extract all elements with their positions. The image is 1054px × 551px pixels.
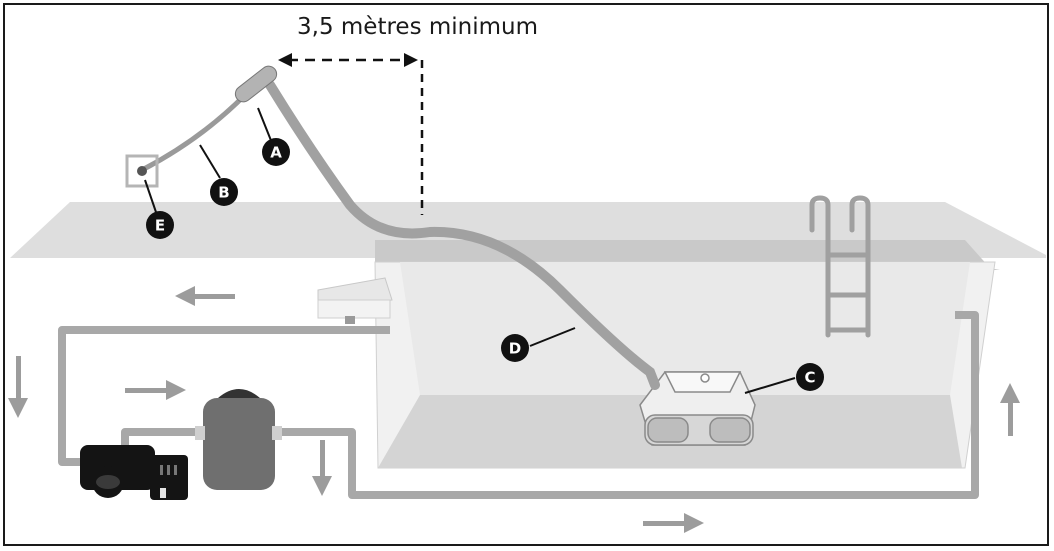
callout-a-label: A xyxy=(270,144,282,162)
distance-label: 3,5 mètres minimum xyxy=(297,14,539,40)
arrow-left xyxy=(175,286,235,306)
skimmer xyxy=(317,277,393,324)
flow-arrows xyxy=(8,286,1020,533)
callout-b-label: B xyxy=(218,184,229,202)
callouts: A B C D E xyxy=(146,138,824,391)
floating-cable xyxy=(265,80,660,390)
arrow-right-bottom xyxy=(643,513,704,533)
pump xyxy=(80,445,188,500)
pool-ladder xyxy=(809,195,871,338)
callout-c-label: C xyxy=(804,369,815,387)
callout-e: E xyxy=(146,211,174,239)
distance-marker xyxy=(278,53,424,215)
arrow-up-right xyxy=(1000,383,1020,436)
power-supply xyxy=(234,65,278,103)
filter-tank xyxy=(195,389,282,490)
callout-e-label: E xyxy=(155,217,165,235)
robot-cleaner xyxy=(639,371,756,446)
callout-c: C xyxy=(796,363,824,391)
callout-a: A xyxy=(262,138,290,166)
callout-d-label: D xyxy=(509,340,521,358)
arrow-right-pump xyxy=(125,380,186,400)
callout-d: D xyxy=(501,334,529,362)
callout-b: B xyxy=(210,178,238,206)
power-cable xyxy=(139,92,248,173)
arrow-down-left xyxy=(8,356,28,418)
arrow-down-filter xyxy=(312,440,332,496)
power-outlet xyxy=(125,154,159,188)
